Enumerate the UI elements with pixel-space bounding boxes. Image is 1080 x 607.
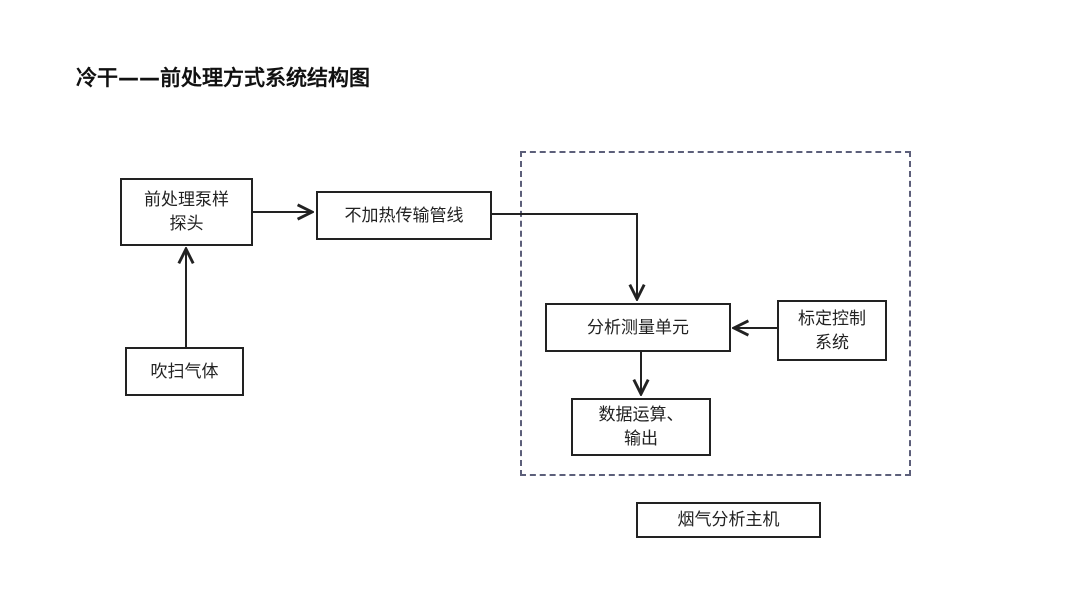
node-flue-gas-analyzer-host: 烟气分析主机: [636, 502, 821, 538]
node-sampling-probe: 前处理泵样 探头: [120, 178, 253, 246]
node-purge-gas: 吹扫气体: [125, 347, 244, 396]
node-data-output: 数据运算、 输出: [571, 398, 711, 456]
diagram-title: 冷干——前处理方式系统结构图: [76, 66, 370, 90]
edge-pipeline-to-measurement: [492, 213, 637, 299]
flue-gas-analyzer-host-group: [520, 151, 911, 476]
node-calibration-control-line-1: 标定控制: [798, 308, 866, 329]
node-calibration-control-line-2: 系统: [815, 332, 849, 353]
node-unheated-pipeline-label: 不加热传输管线: [344, 205, 464, 226]
node-calibration-control: 标定控制 系统: [777, 300, 887, 361]
node-sampling-probe-line-1: 前处理泵样: [144, 190, 229, 210]
node-measurement-unit-label: 分析测量单元: [587, 317, 689, 338]
node-measurement-unit: 分析测量单元: [545, 303, 731, 352]
node-sampling-probe-line-2: 探头: [169, 214, 204, 234]
node-data-output-line-1: 数据运算、: [598, 405, 684, 425]
node-data-output-line-2: 输出: [624, 429, 658, 449]
node-flue-gas-analyzer-host-label: 烟气分析主机: [677, 510, 780, 530]
node-purge-gas-label: 吹扫气体: [150, 361, 219, 382]
node-unheated-pipeline: 不加热传输管线: [316, 191, 492, 240]
